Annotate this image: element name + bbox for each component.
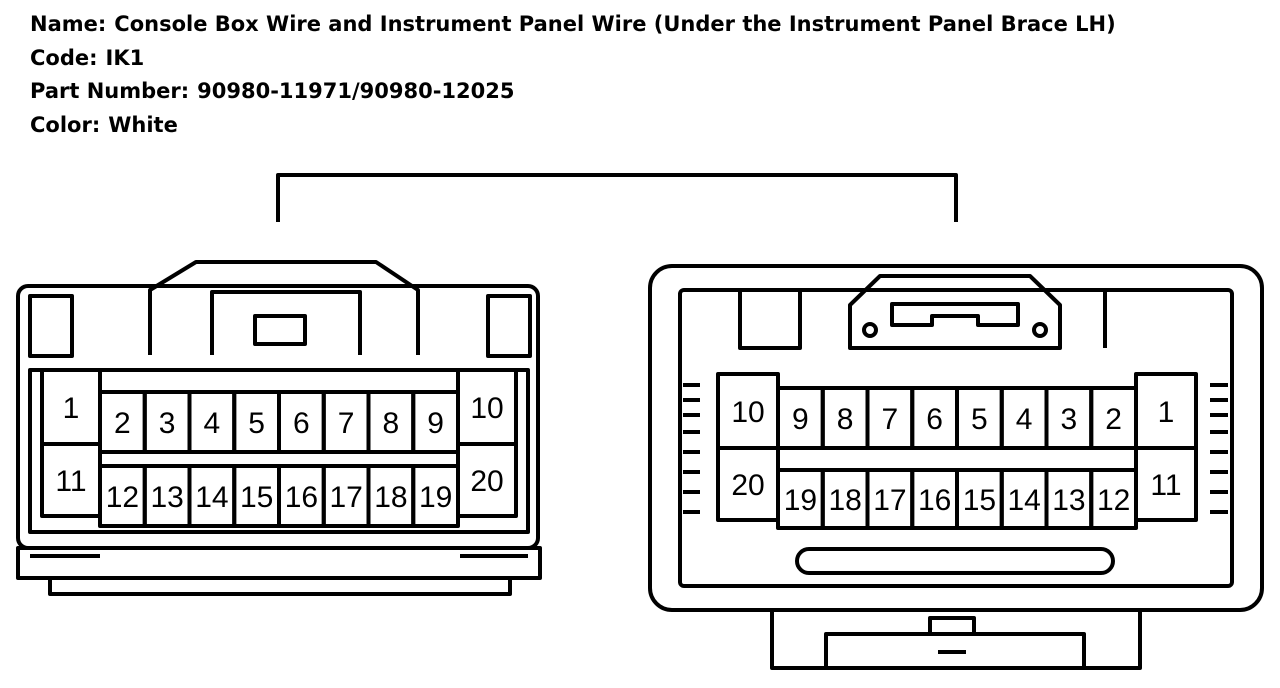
connector_right-pin-cavity [1134,446,1198,522]
left-lock-tab-left [28,294,74,358]
code-label: Code: [30,45,98,70]
right-latch [848,274,1062,350]
connector_right-pin-label: 4 [1016,403,1033,436]
connector_right-pin-label: 7 [882,403,899,436]
color-value: White [108,112,178,137]
connector_left-pin-label: 11 [55,465,86,498]
color-line: Color: White [30,109,1116,143]
connector_left-pin-label: 15 [240,481,273,514]
right-bottom-key [928,616,976,654]
part-number-label: Part Number: [30,79,190,103]
code-line: Code: IK1 [30,42,1116,76]
connector_right-pin-label: 14 [1007,484,1040,517]
connector_right-pin-label: 13 [1052,484,1085,517]
connector_left-pin-label: 10 [470,392,503,425]
part-number-line: Part Number: 90980-11971/90980-12025 [30,75,1116,109]
right-connector-body [648,264,1264,612]
connector_right-pin-label: 1 [1158,396,1175,429]
connector_left-pin-label: 13 [150,481,183,514]
connector_right-pin-label: 11 [1150,469,1181,502]
right-latch-hole-left [862,322,878,338]
right-latch-hole-right [1032,322,1048,338]
connector_left-pin-label: 12 [106,481,139,514]
connector_left-pin-label: 17 [329,481,362,514]
connector-info: Name: Console Box Wire and Instrument Pan… [30,8,1116,142]
connector_left-pin-label: 14 [195,481,228,514]
connector_right-pin-label: 6 [926,403,943,436]
connector_left-pin-label: 3 [159,407,176,440]
connector_left-pin-label: 9 [427,407,444,440]
connector_left-pin-label: 7 [338,407,355,440]
connector_right-pin-label: 18 [828,484,861,517]
left-latch-notch [253,314,307,346]
connector_left-pin-cavity [456,442,518,518]
code-value: IK1 [105,45,145,70]
left-cavity-frame [28,368,530,534]
connector_left-pin-label: 8 [383,407,400,440]
right-top-notch-left [738,290,802,350]
left-latch [148,260,420,355]
name-line: Name: Console Box Wire and Instrument Pan… [30,8,1116,42]
left-foot [48,578,512,596]
connector_left-pin-label: 16 [285,481,318,514]
connector_left-pin-label: 18 [374,481,407,514]
connector_right-pin-label: 2 [1105,403,1122,436]
connector_right-pin-label: 19 [784,484,817,517]
connector_left-pin-label: 20 [470,465,503,498]
right-slot [795,547,1115,575]
connector_left-pin-label: 2 [114,407,131,440]
name-label: Name: [30,12,107,36]
connector_right-pin-label: 12 [1097,484,1130,517]
part-number-value: 90980-11971/90980-12025 [197,79,515,103]
left-lock-tab-right [486,294,532,358]
color-label: Color: [30,112,101,137]
connector_left-pin-label: 4 [204,407,221,440]
name-value: Console Box Wire and Instrument Panel Wi… [114,12,1116,36]
right-bottom-hood [770,610,1142,670]
right-side-ribs-left [683,383,700,514]
connector_right-pin-label: 8 [837,403,854,436]
connector_right-pin-label: 15 [963,484,996,517]
left-base-rail [16,546,542,580]
connector_left-pin-label: 1 [63,392,80,425]
right-inner-frame [678,288,1234,588]
left-latch-inner [210,290,362,355]
connector_right-pin-label: 17 [873,484,906,517]
connector_left-pin-label: 19 [419,481,452,514]
link-bracket [276,173,958,222]
connector_right-pin-label: 3 [1061,403,1078,436]
connector_right-pin-label: 20 [731,469,764,502]
connector_right-pin-label: 10 [731,396,764,429]
right-side-ribs-right [1210,383,1228,514]
right-latch-slot [890,302,1020,327]
connector_right-pin-label: 9 [792,403,809,436]
connector_left-pin-label: 6 [293,407,310,440]
connector_right-pin-label: 5 [971,403,988,436]
connector_left-pin-label: 5 [248,407,265,440]
connector_right-pin-label: 16 [918,484,951,517]
